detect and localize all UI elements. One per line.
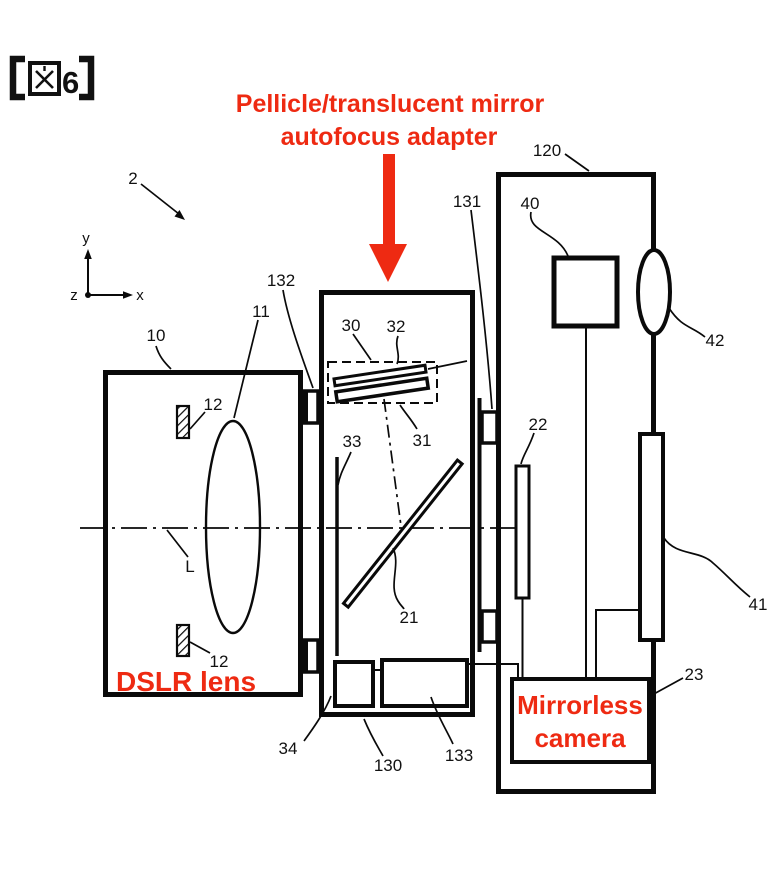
leader-42: [668, 307, 706, 338]
ref-34: 34: [279, 739, 298, 758]
ref-120: 120: [533, 141, 561, 160]
adapter-box: [319, 290, 475, 717]
leader-12-top: [189, 411, 206, 430]
ref-10: 10: [147, 326, 166, 345]
ref-31: 31: [413, 431, 432, 450]
kanji-zu-stroke2-icon: [35, 70, 54, 89]
ref-23: 23: [685, 665, 704, 684]
leader-10: [155, 345, 172, 370]
af-module-wire: [427, 360, 468, 370]
af-reflected-path-line: [383, 398, 402, 527]
title-line2: autofocus adapter: [281, 123, 498, 151]
leader-33: [337, 451, 352, 486]
leader-L: [166, 529, 189, 558]
red-arrow-head: [369, 244, 407, 282]
leader-32: [395, 335, 400, 365]
y-axis-arrowhead-icon: [84, 249, 92, 259]
lenticular-bracket-right-icon: [79, 55, 95, 101]
ref-12-bottom: 12: [210, 652, 229, 671]
leader-23: [651, 677, 684, 696]
leader-132: [282, 289, 314, 389]
figure-label: 6: [9, 55, 95, 101]
display-bar: [638, 432, 665, 642]
leader-11: [233, 319, 259, 419]
ref-40: 40: [521, 194, 540, 213]
axis-label-z: z: [70, 287, 78, 304]
eyepiece-ellipse: [636, 248, 672, 336]
ref-133: 133: [445, 746, 473, 765]
mirrorless-annotation-line1: Mirrorless: [517, 690, 643, 720]
mirrorless-annotation-line2: camera: [534, 723, 626, 753]
adapter-controller-box: [333, 660, 375, 708]
leader-12-bottom: [189, 641, 211, 654]
leader-40: [530, 211, 569, 257]
pellicle-mirror: [341, 458, 465, 610]
leader-120: [564, 153, 590, 172]
title-line1: Pellicle/translucent mirror: [236, 90, 545, 118]
leader-22: [520, 432, 535, 465]
ref-132: 132: [267, 271, 295, 290]
dslr-lens-annotation: DSLR lens: [116, 666, 256, 697]
ref-21: 21: [400, 608, 419, 627]
lens-element-ellipse: [204, 419, 262, 635]
assembly-pointer-line: [140, 183, 180, 215]
leader-133: [430, 696, 454, 745]
camera-controller-box: [510, 677, 651, 764]
assembly-pointer-arrowhead-icon: [174, 210, 185, 220]
adapter-circuit-box: [380, 658, 469, 708]
evf-block-box: [551, 255, 620, 329]
leader-130: [363, 718, 384, 757]
ref-41: 41: [749, 595, 768, 614]
rear-mount-lug-top: [480, 410, 499, 445]
ref-130: 130: [374, 756, 402, 775]
coordinate-axes: [84, 249, 133, 299]
light-shield-bottom: [175, 623, 191, 658]
front-mount-lug-top-fill: [301, 391, 308, 423]
af-sensor-lower-bar: [333, 376, 431, 404]
af-module-dashed-frame: [327, 361, 438, 404]
lenticular-bracket-left-icon: [9, 55, 25, 101]
leader-31: [399, 404, 418, 430]
z-axis-origin-dot-icon: [85, 292, 91, 298]
red-callout-arrow-icon: [369, 154, 407, 282]
ref-22: 22: [529, 415, 548, 434]
axis-label-x: x: [136, 287, 144, 304]
dslr-lens-box: [103, 370, 303, 697]
leader-41: [663, 537, 751, 598]
rear-mount-lug-bottom: [480, 609, 499, 644]
figure-number: 6: [62, 65, 79, 100]
ref-33: 33: [343, 432, 362, 451]
leader-34: [303, 695, 332, 742]
display-wire: [595, 609, 641, 682]
adapter-circuit-wire: [467, 663, 519, 682]
ref-131: 131: [453, 192, 481, 211]
ref-32: 32: [387, 317, 406, 336]
ref-11: 11: [252, 302, 270, 321]
kanji-zu-box-icon: [28, 61, 61, 96]
axis-label-y: y: [82, 230, 90, 247]
red-arrow-shaft: [383, 154, 395, 244]
ref-12-top: 12: [204, 395, 223, 414]
leader-21: [392, 547, 405, 610]
ref-2: 2: [128, 169, 137, 188]
front-mount-lug-bottom-fill: [301, 640, 308, 672]
ref-42: 42: [706, 331, 725, 350]
leader-30: [352, 333, 372, 361]
light-shield-top: [175, 404, 191, 440]
ref-30: 30: [342, 316, 361, 335]
leader-131: [470, 209, 493, 410]
ref-L: L: [185, 557, 194, 576]
x-axis-arrowhead-icon: [123, 291, 133, 299]
image-sensor-bar: [514, 464, 531, 600]
af-sensor-upper-bar: [332, 363, 428, 388]
